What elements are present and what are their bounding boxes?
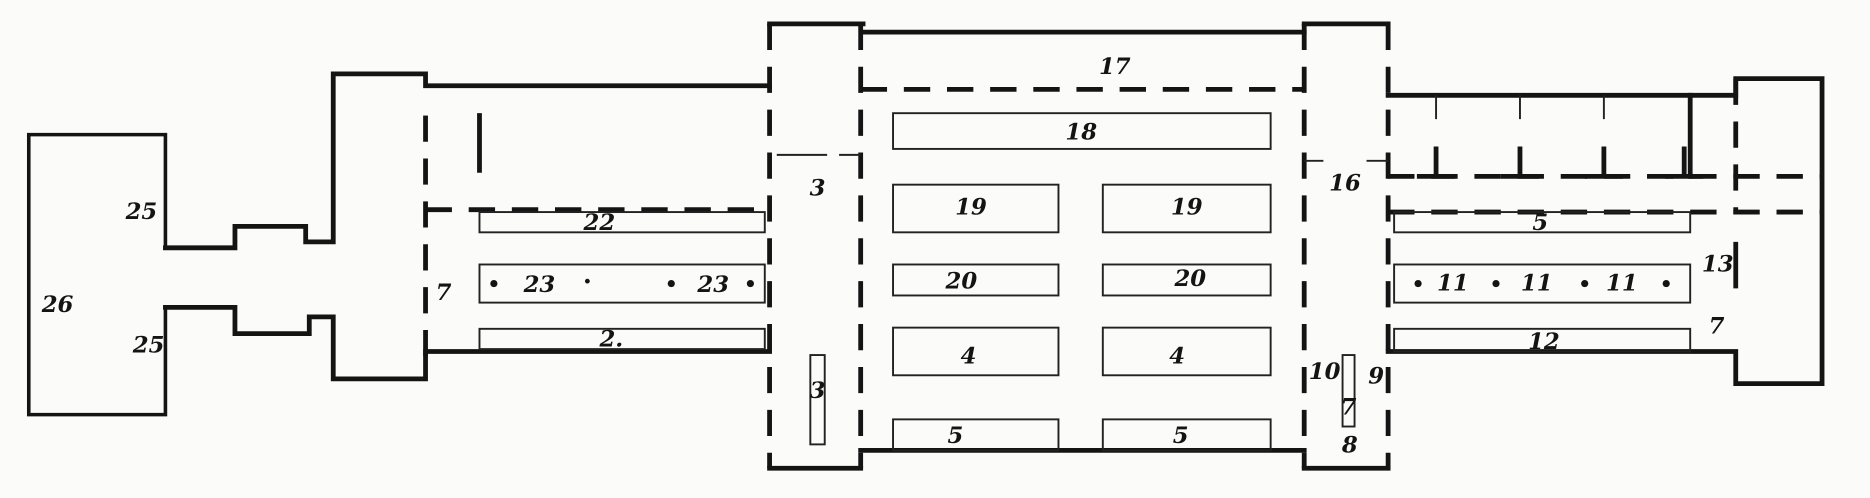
central-block-walls bbox=[767, 21, 1391, 471]
label-25-top: 25 bbox=[125, 199, 158, 225]
label-10: 10 bbox=[1309, 359, 1341, 385]
label-25-bottom: 25 bbox=[132, 333, 165, 359]
room-4-a bbox=[892, 326, 1060, 377]
label-12: 12 bbox=[1528, 329, 1560, 355]
label-20-a: 20 bbox=[945, 268, 978, 294]
room-11 bbox=[1393, 263, 1692, 304]
left-wing-walls bbox=[163, 71, 772, 382]
label-20-b: 20 bbox=[1173, 266, 1206, 292]
right-wing-walls bbox=[1385, 76, 1825, 387]
room-7-small bbox=[1341, 354, 1356, 428]
room-26: 26 25 25 bbox=[26, 132, 168, 417]
room-19-b bbox=[1101, 183, 1272, 234]
label-5-right: 5 bbox=[1532, 210, 1548, 236]
label-7-mid: 7 bbox=[1341, 395, 1357, 421]
label-4-a: 4 bbox=[961, 343, 977, 369]
label-7-right: 7 bbox=[1709, 314, 1725, 340]
room-20-b bbox=[1101, 263, 1272, 297]
label-2: 2. bbox=[598, 327, 623, 353]
central-block-rooms: 17 18 19 19 20 20 4 4 5 5 3 3 16 10 9 7 … bbox=[809, 54, 1384, 459]
room-4-b bbox=[1101, 326, 1272, 377]
room-12 bbox=[1393, 327, 1692, 353]
label-9: 9 bbox=[1368, 364, 1384, 390]
room-5-b bbox=[1101, 418, 1272, 452]
room-18 bbox=[892, 112, 1272, 150]
right-wing-rooms: 5 11 11 11 12 13 7 bbox=[1393, 210, 1734, 355]
label-5-a: 5 bbox=[947, 423, 963, 449]
label-11-c: 11 bbox=[1606, 271, 1638, 297]
label-11-a: 11 bbox=[1437, 271, 1469, 297]
label-3-bottom: 3 bbox=[810, 378, 826, 404]
room-5-right bbox=[1393, 211, 1692, 234]
left-wing-rooms: 22 23 23 2. 7 bbox=[436, 210, 766, 353]
label-26: 26 bbox=[41, 292, 74, 318]
room-2 bbox=[478, 327, 766, 351]
room-5-a bbox=[892, 418, 1060, 452]
label-7-left: 7 bbox=[436, 280, 452, 306]
label-8: 8 bbox=[1341, 433, 1358, 459]
room-20-a bbox=[892, 263, 1060, 297]
label-23-b: 23 bbox=[696, 272, 729, 298]
room-22 bbox=[478, 211, 766, 234]
label-23-a: 23 bbox=[523, 272, 556, 298]
label-19-a: 19 bbox=[955, 195, 987, 221]
room-19-a bbox=[892, 183, 1060, 234]
label-19-b: 19 bbox=[1171, 195, 1203, 221]
label-11-b: 11 bbox=[1521, 271, 1553, 297]
label-3-top: 3 bbox=[810, 175, 826, 201]
label-4-b: 4 bbox=[1169, 343, 1185, 369]
room-23 bbox=[478, 263, 766, 304]
label-13: 13 bbox=[1702, 252, 1734, 278]
label-17: 17 bbox=[1099, 54, 1131, 80]
label-5-b: 5 bbox=[1173, 423, 1189, 449]
label-16: 16 bbox=[1329, 171, 1361, 197]
room-3-small bbox=[809, 354, 826, 446]
label-22: 22 bbox=[583, 210, 616, 236]
label-18: 18 bbox=[1065, 119, 1097, 145]
